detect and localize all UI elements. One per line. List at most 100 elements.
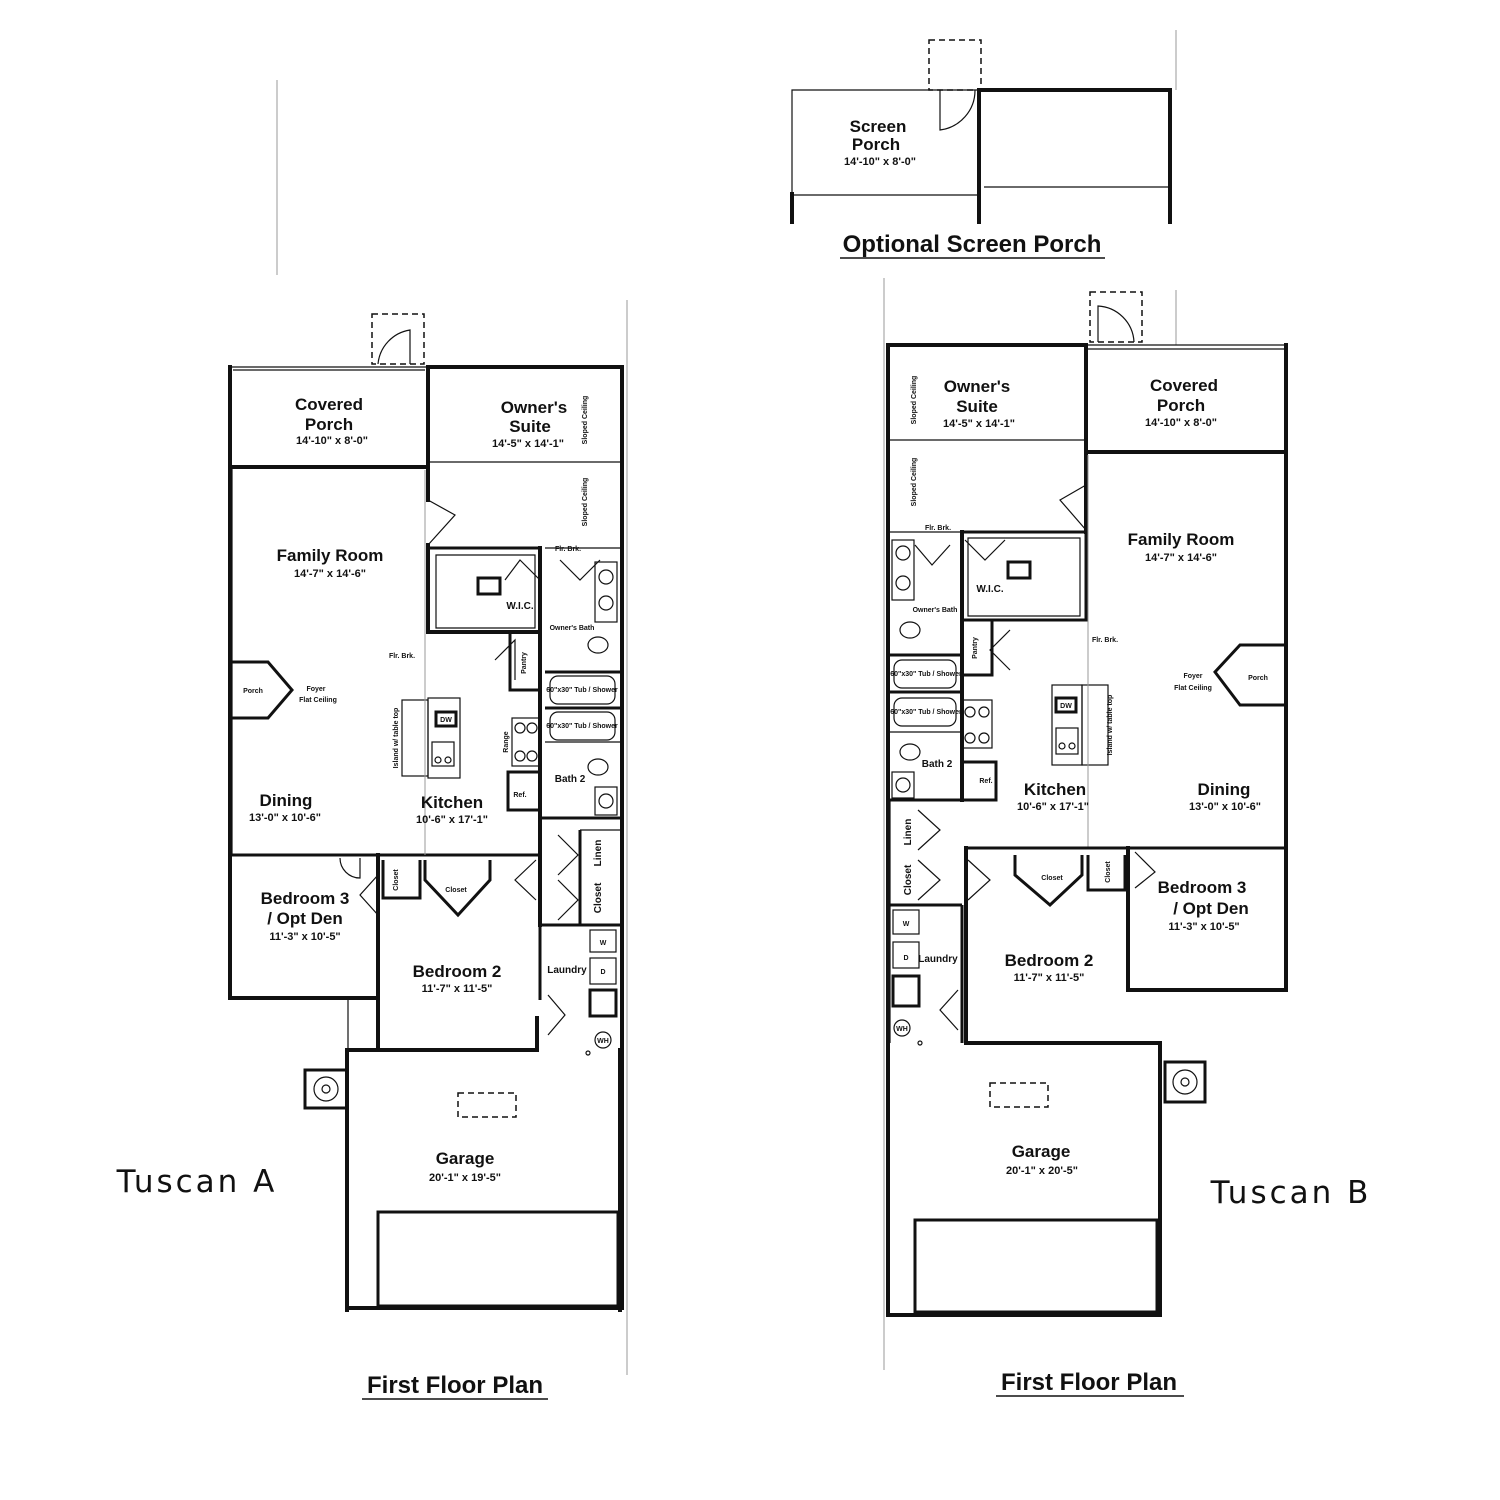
screen-porch-right-wall — [977, 88, 1172, 224]
a-covered-porch-dims: 14'-10" x 8'-0" — [296, 435, 368, 447]
b-sloped-ceiling-1: Sloped Ceiling — [911, 376, 918, 425]
a-bedroom3-dims: 11'-3" x 10'-5" — [269, 931, 340, 943]
plan-b-rear-stoop — [1089, 291, 1143, 343]
b-flr-brk: Flr. Brk. — [1092, 637, 1118, 644]
a-linen: Linen — [593, 840, 604, 867]
b-dining-dims: 13'-0" x 10'-6" — [1189, 801, 1261, 813]
b-model-name: Tuscan B — [1210, 1175, 1372, 1211]
b-bedroom3-1: Bedroom 3 — [1158, 878, 1247, 897]
screen-porch-dims: 14'-10" x 8'-0" — [844, 156, 916, 168]
b-sloped-ceiling-2: Sloped Ceiling — [911, 458, 918, 507]
b-covered-porch-dims: 14'-10" x 8'-0" — [1145, 417, 1217, 429]
a-range: Range — [503, 731, 510, 753]
plan-b-rear-door-icon — [1097, 305, 1135, 343]
a-family-room: Family Room — [277, 546, 384, 565]
a-owners-suite-dims: 14'-5" x 14'-1" — [492, 438, 564, 450]
a-kitchen: Kitchen — [421, 793, 483, 812]
a-flr-brk: Flr. Brk. — [389, 653, 415, 660]
a-dw: DW — [440, 717, 452, 724]
b-kitchen: Kitchen — [1024, 780, 1086, 799]
b-garage-dims: 20'-1" x 20'-5" — [1006, 1165, 1078, 1177]
a-bath2: Bath 2 — [555, 774, 586, 785]
screen-porch-name-2: Porch — [852, 135, 900, 154]
a-covered-porch-1: Covered — [295, 395, 363, 414]
b-owners-bath: Owner's Bath — [913, 607, 958, 614]
a-tub-2: 60"x30" Tub / Shower — [546, 723, 618, 730]
a-water-heater: WH — [597, 1038, 609, 1045]
plan-b-ac-unit-icon — [1163, 1060, 1207, 1104]
a-garage-dims: 20'-1" x 19'-5" — [429, 1172, 501, 1184]
a-covered-porch-2: Porch — [305, 415, 353, 434]
b-water-heater: WH — [896, 1026, 908, 1033]
b-owners-suite-2: Suite — [956, 397, 998, 416]
b-tub-2: 60"x30" Tub / Shower — [890, 709, 962, 716]
b-owners-suite-dims: 14'-5" x 14'-1" — [943, 418, 1015, 430]
b-dryer: D — [903, 955, 908, 962]
plan-b-garage-door — [913, 1218, 1159, 1314]
b-porch: Porch — [1248, 675, 1268, 682]
plan-b — [883, 278, 1288, 1370]
b-bedroom3-2: / Opt Den — [1173, 899, 1249, 918]
a-pantry: Pantry — [521, 652, 528, 674]
a-flat-ceiling: Flat Ceiling — [299, 697, 337, 704]
b-pantry: Pantry — [972, 637, 979, 659]
b-bedroom2-dims: 11'-7" x 11'-5" — [1014, 972, 1085, 984]
a-dining-dims: 13'-0" x 10'-6" — [249, 812, 321, 824]
a-foyer: Foyer — [306, 686, 325, 693]
a-laundry: Laundry — [547, 965, 587, 976]
optional-screen-porch: Screen Porch 14'-10" x 8'-0" Optional Sc… — [790, 30, 1177, 259]
a-owners-suite-1: Owner's — [501, 398, 567, 417]
a-closet-bed3: Closet — [393, 869, 400, 891]
screen-porch-name-1: Screen — [850, 117, 907, 136]
b-garage: Garage — [1012, 1142, 1071, 1161]
b-covered-porch-1: Covered — [1150, 376, 1218, 395]
b-linen: Linen — [903, 819, 914, 846]
b-washer: W — [903, 921, 910, 928]
a-model-name: Tuscan A — [116, 1164, 278, 1200]
screen-porch-door-icon — [939, 89, 976, 131]
b-wic: W.I.C. — [976, 584, 1003, 595]
optional-title: Optional Screen Porch — [843, 231, 1102, 258]
plan-a-rear-door-icon — [377, 329, 411, 365]
a-tub-1: 60"x30" Tub / Shower — [546, 687, 618, 694]
a-washer: W — [600, 940, 607, 947]
porch-stoop — [928, 39, 982, 91]
a-fridge: Ref. — [513, 792, 526, 799]
plan-a-rear-stoop — [371, 313, 425, 365]
b-closet-hall: Closet — [903, 864, 914, 895]
a-kitchen-dims: 10'-6" x 17'-1" — [416, 814, 488, 826]
b-foyer: Foyer — [1183, 673, 1202, 680]
b-kitchen-dims: 10'-6" x 17'-1" — [1017, 801, 1089, 813]
a-wic: W.I.C. — [506, 601, 533, 612]
a-porch: Porch — [243, 688, 263, 695]
a-closet-hall: Closet — [593, 882, 604, 913]
b-dining: Dining — [1198, 780, 1251, 799]
a-bedroom2: Bedroom 2 — [413, 962, 502, 981]
a-sloped-ceiling-1: Sloped Ceiling — [582, 396, 589, 445]
b-island: Island w/ table top — [1107, 695, 1114, 756]
b-laundry: Laundry — [918, 954, 958, 965]
b-family-room-dims: 14'-7" x 14'-6" — [1145, 552, 1217, 564]
a-owners-bath: Owner's Bath — [550, 625, 595, 632]
b-closet-bed2: Closet — [1041, 875, 1063, 882]
b-plan-title: First Floor Plan — [1001, 1369, 1177, 1396]
b-bedroom2: Bedroom 2 — [1005, 951, 1094, 970]
b-bedroom3-dims: 11'-3" x 10'-5" — [1168, 921, 1239, 933]
plan-a-labels: Covered Porch 14'-10" x 8'-0" Owner's Su… — [116, 395, 618, 1400]
b-tub-1: 60"x30" Tub / Shower — [890, 671, 962, 678]
a-garage: Garage — [436, 1149, 495, 1168]
b-dw: DW — [1060, 703, 1072, 710]
a-flr-brk-2: Flr. Brk. — [555, 546, 581, 553]
plan-a-ac-unit-icon — [303, 1068, 349, 1110]
a-plan-title: First Floor Plan — [367, 1372, 543, 1399]
plan-a-garage-door — [376, 1210, 620, 1308]
a-dining: Dining — [260, 791, 313, 810]
b-owners-suite-1: Owner's — [944, 377, 1010, 396]
plan-b-labels: Owner's Suite 14'-5" x 14'-1" Sloped Cei… — [890, 376, 1372, 1397]
b-covered-porch-2: Porch — [1157, 396, 1205, 415]
a-bedroom3-1: Bedroom 3 — [261, 889, 350, 908]
b-flat-ceiling: Flat Ceiling — [1174, 685, 1212, 692]
a-owners-suite-2: Suite — [509, 417, 551, 436]
b-flr-brk-2: Flr. Brk. — [925, 525, 951, 532]
